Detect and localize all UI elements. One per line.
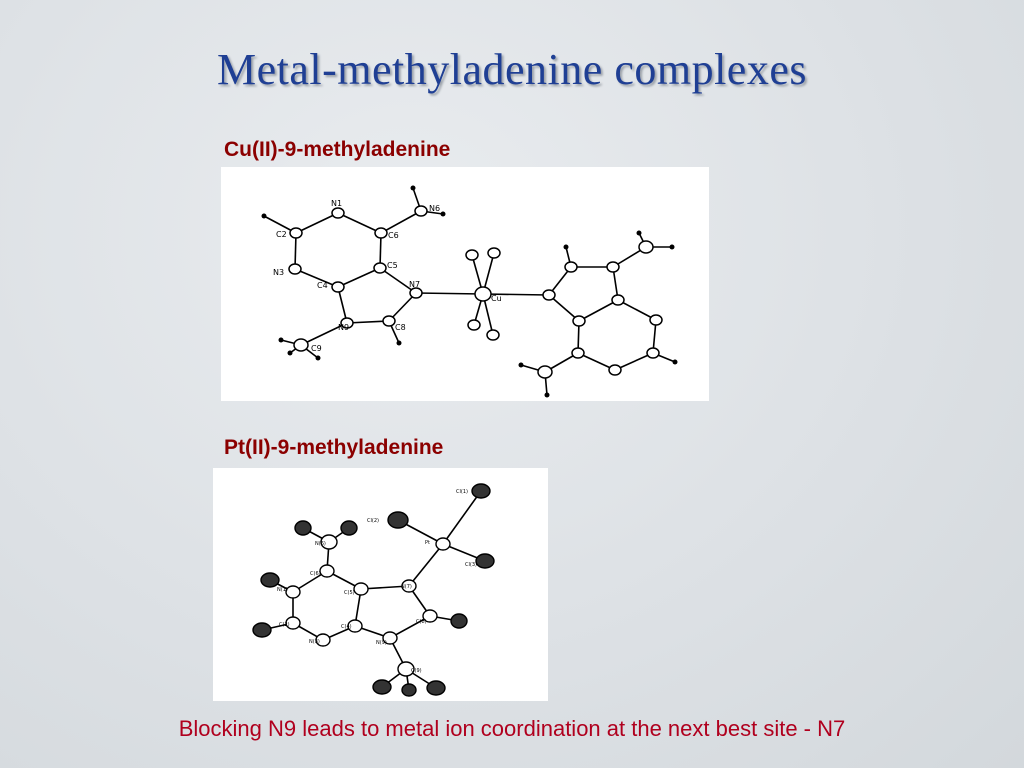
atom-label-cu: Cu <box>491 294 502 303</box>
pt-structure-diagram: Cl(1) Cl(2) Cl(3) Pt N(7) C(6) N(1) C(5)… <box>252 483 495 697</box>
atom-label-n7: N7 <box>409 280 420 289</box>
cu-structure-diagram: N1 N6 C2 C6 C5 N3 C4 N7 N9 C8 C9 Cu <box>261 185 678 398</box>
pt-complex-caption: Pt(II)-9-methyladenine <box>224 436 444 459</box>
atom-label-c5: C(5) <box>344 590 355 596</box>
atom-label-n3: N(3) <box>309 639 320 645</box>
atom-label-n6: N(6) <box>315 541 326 547</box>
atom-label-cl1: Cl(1) <box>456 489 468 495</box>
slide-footer-note: Blocking N9 leads to metal ion coordinat… <box>178 716 846 741</box>
atom-label-n6: N6 <box>429 204 440 213</box>
cu-complex-caption: Cu(II)-9-methyladenine <box>224 138 451 161</box>
atom-label-n1: N1 <box>331 199 342 208</box>
atom-label-c4: C(4) <box>341 624 352 630</box>
atom-label-n1: N(1) <box>277 587 288 593</box>
cu-complex-structure-image: N1 N6 C2 C6 C5 N3 C4 N7 N9 C8 C9 Cu <box>221 167 709 401</box>
atom-label-pt: Pt <box>425 540 430 546</box>
atom-label-c8: C8 <box>395 323 406 332</box>
atom-label-n7: N(7) <box>401 584 412 590</box>
atom-label-c9: C9 <box>311 344 322 353</box>
atom-label-c6: C(6) <box>310 571 321 577</box>
atom-label-c8: C(8) <box>416 619 427 625</box>
atom-label-c9: C(9) <box>411 668 422 674</box>
atom-label-c5: C5 <box>387 261 398 270</box>
atom-label-n3: N3 <box>273 268 284 277</box>
atom-label-c4: C4 <box>317 281 328 290</box>
atom-label-n9: N(9) <box>376 640 387 646</box>
atom-label-cl2: Cl(2) <box>367 518 379 524</box>
atom-label-c2: C(2) <box>279 622 290 628</box>
atom-label-n9: N9 <box>338 323 349 332</box>
atom-label-cl3: Cl(3) <box>465 562 477 568</box>
atom-label-c6: C6 <box>388 231 399 240</box>
pt-complex-structure-image: Cl(1) Cl(2) Cl(3) Pt N(7) C(6) N(1) C(5)… <box>213 468 548 701</box>
atom-label-c2: C2 <box>276 230 287 239</box>
slide-title: Metal-methyladenine complexes <box>217 45 807 94</box>
